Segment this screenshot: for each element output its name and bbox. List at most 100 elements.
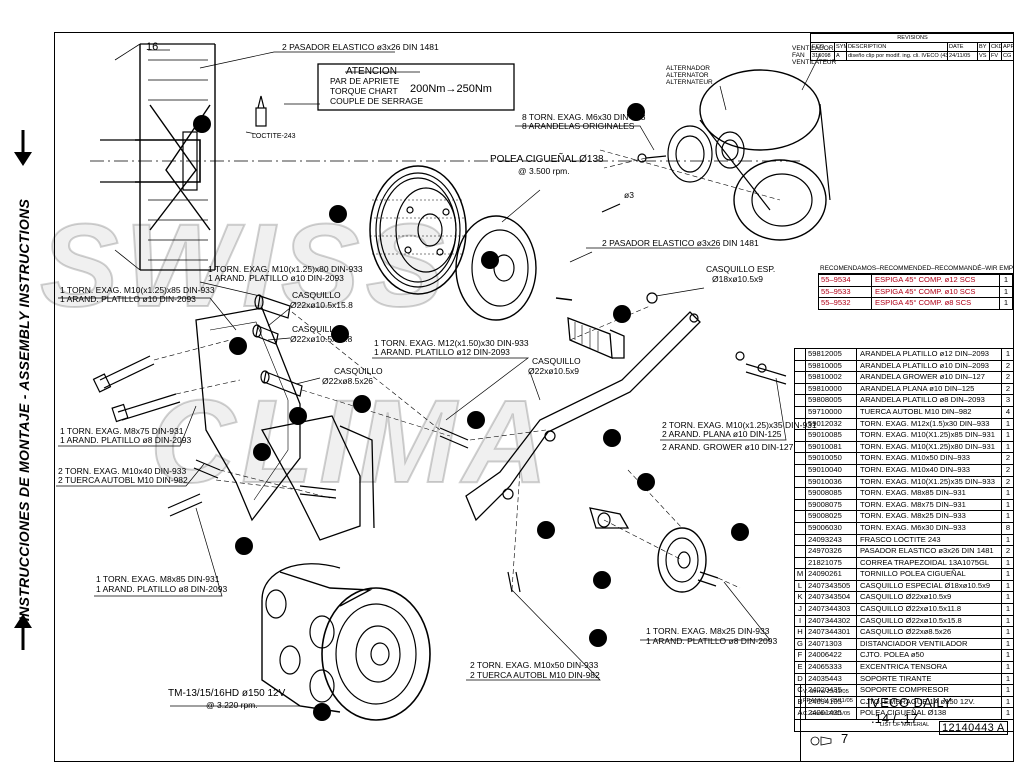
bom-desc: TORN. EXAG. M8x25 DIN–933 — [857, 511, 1002, 522]
label-torn-m10-35-3: 2 ARAND. GROWER ø10 DIN-127 — [662, 442, 794, 452]
bom-code: 24090261 — [806, 569, 857, 580]
loctite-bottle-icon — [255, 95, 267, 127]
bom-qty: 2 — [1005, 360, 1011, 370]
bom-code: 24065333 — [806, 662, 857, 673]
label-torn-m10-40-1: 2 TORN. EXAG. M10x40 DIN-933 — [58, 466, 186, 476]
bom-qty: 2 — [1005, 464, 1011, 474]
bom-desc: TORN. EXAG. M8x75 DIN–931 — [857, 499, 1002, 511]
part-balloons — [193, 103, 749, 721]
crank-section-detail — [90, 43, 800, 271]
label-torn-m12-1: 1 TORN. EXAG. M12(x1.50)x30 DIN-933 — [374, 338, 529, 348]
rec-qty: 1 — [1003, 286, 1009, 296]
label-casq-9-1: CASQUILLO — [532, 356, 581, 366]
bom-desc: POLEA CIGUEÑAL Ø138 — [857, 708, 1002, 719]
bom-code: 24020435 — [806, 685, 857, 696]
bom-code: 59810000 — [806, 383, 857, 395]
bom-pos — [795, 406, 806, 418]
title-person-1: V. Serna 23/11/05 — [803, 689, 849, 695]
label-pasador-top: 2 PASADOR ELASTICO ø3x26 DIN 1481 — [282, 42, 439, 52]
bom-qty: 4 — [1005, 406, 1011, 416]
label-torn-m8-25-1: 1 TORN. EXAG. M8x25 DIN-933 — [646, 626, 770, 636]
bom-desc: TUERCA AUTOBL M10 DIN–982 — [857, 406, 1002, 418]
bom-pos — [795, 441, 806, 453]
compressor-bracket-left — [195, 307, 375, 541]
bom-qty: 1 — [1005, 696, 1011, 706]
bom-desc: TORN. EXAG. M8x85 DIN–931 — [857, 488, 1002, 499]
rev-eco: 316098 — [811, 52, 835, 60]
label-torn-m10-80-2: 1 ARAND. PLATILLO ø10 DIN-2093 — [208, 273, 344, 283]
bom-pos — [795, 383, 806, 395]
person-2-name: FRANK V. — [803, 698, 830, 704]
bom-code: 59810002 — [806, 372, 857, 383]
bom-desc: TORN. EXAG. M12x(1.5)x30 DIN–933 — [857, 418, 1002, 430]
rev-h-date: DATE — [948, 43, 978, 51]
label-num16: 16 — [146, 41, 158, 53]
rec-code: 55–9534 — [819, 275, 872, 286]
bom-code: 2407343505 — [806, 580, 857, 592]
label-casq-85-1: CASQUILLO — [334, 366, 383, 376]
rev-sym: A — [835, 52, 847, 60]
bushings — [252, 294, 303, 397]
bom-qty: 1 — [1005, 418, 1011, 428]
eccentric-tensioner — [589, 507, 630, 529]
revisions-title: REVISIONS — [897, 35, 928, 41]
bom-pos — [795, 476, 806, 488]
bom-qty: 1 — [1005, 650, 1011, 660]
bom-pos — [795, 534, 806, 546]
recommended-block: RECOMENDAMOS–RECOMMENDED–RECOMMANDÉ–WIR … — [818, 264, 1013, 310]
drawing-sheet — [54, 32, 1014, 762]
bom-pos — [795, 499, 806, 511]
bom-pos — [795, 418, 806, 430]
label-compressor-rpm: @ 3.220 rpm. — [206, 700, 258, 710]
bom-code: 59810005 — [806, 360, 857, 372]
bom-qty: 8 — [1005, 522, 1011, 532]
label-torn-m10-50-2: 2 TUERCA AUTOBL M10 DIN-982 — [470, 670, 600, 680]
bom-pos — [795, 511, 806, 522]
label-arandelas-orig: 8 ARANDELAS ORIGINALES — [522, 121, 635, 131]
label-casq-158-2: Ø22xø10.5x15.8 — [290, 300, 353, 310]
bom-code: 2407344302 — [806, 615, 857, 627]
bom-desc: SOPORTE TIRANTE — [857, 673, 1002, 685]
bom-desc: TORN. EXAG. M10(X1.25)x80 DIN–931 — [857, 441, 1002, 453]
bom-desc: PASADOR ELASTICO ø3x26 DIN 1481 — [857, 546, 1002, 557]
rec-desc: ESPIGA 45° COMP. ø10 SCS — [872, 286, 1000, 298]
title-model: IVECO DAILY — [867, 695, 953, 710]
rec-desc: ESPIGA 45° COMP. ø12 SCS — [872, 275, 1000, 286]
bom-pos — [795, 395, 806, 406]
bom-desc: TORNILLO POLEA CIGUEÑAL — [857, 569, 1002, 580]
label-casq-158-1: CASQUILLO — [292, 290, 341, 300]
person-3-date: 23/11/05 — [828, 711, 851, 717]
label-casquillo-esp-1: CASQUILLO ESP. — [706, 264, 775, 274]
bom-desc: SOPORTE COMPRESOR — [857, 685, 1002, 696]
atencion-line1: PAR DE APRIETE — [330, 76, 400, 86]
bom-desc: DISTANCIADOR VENTILADOR — [857, 638, 1002, 650]
arrow-up-icon — [14, 614, 32, 650]
atencion-line3: COUPLE DE SERRAGE — [330, 96, 423, 106]
label-casquillo-esp-2: Ø18xø10.5x9 — [712, 274, 763, 284]
rev-h-ckd: CKD — [991, 43, 1002, 51]
bom-qty: 1 — [1005, 662, 1011, 672]
bom-desc: TORN. EXAG. M10x50 DIN–933 — [857, 453, 1002, 464]
bom-qty: 1 — [1005, 627, 1011, 637]
bom-desc: CASQUILLO ESPECIAL Ø18xø10.5x9 — [857, 580, 1002, 592]
bom-qty: 1 — [1005, 499, 1011, 509]
title-person-3: C. Garde 23/11/05 — [803, 711, 850, 717]
bom-qty: 1 — [1005, 580, 1011, 590]
bom-code: 24094105 — [806, 696, 857, 708]
bom-qty: 2 — [1005, 546, 1011, 556]
bom-qty: 1 — [1005, 430, 1011, 440]
label-loctite: LOCTITE-243 — [252, 133, 296, 140]
person-3-name: C. Garde — [803, 711, 827, 717]
bom-code: 2407343504 — [806, 592, 857, 604]
label-torn-m10-80-1: 1 TORN. EXAG. M10(x1.25)x80 DIN-933 — [208, 264, 363, 274]
